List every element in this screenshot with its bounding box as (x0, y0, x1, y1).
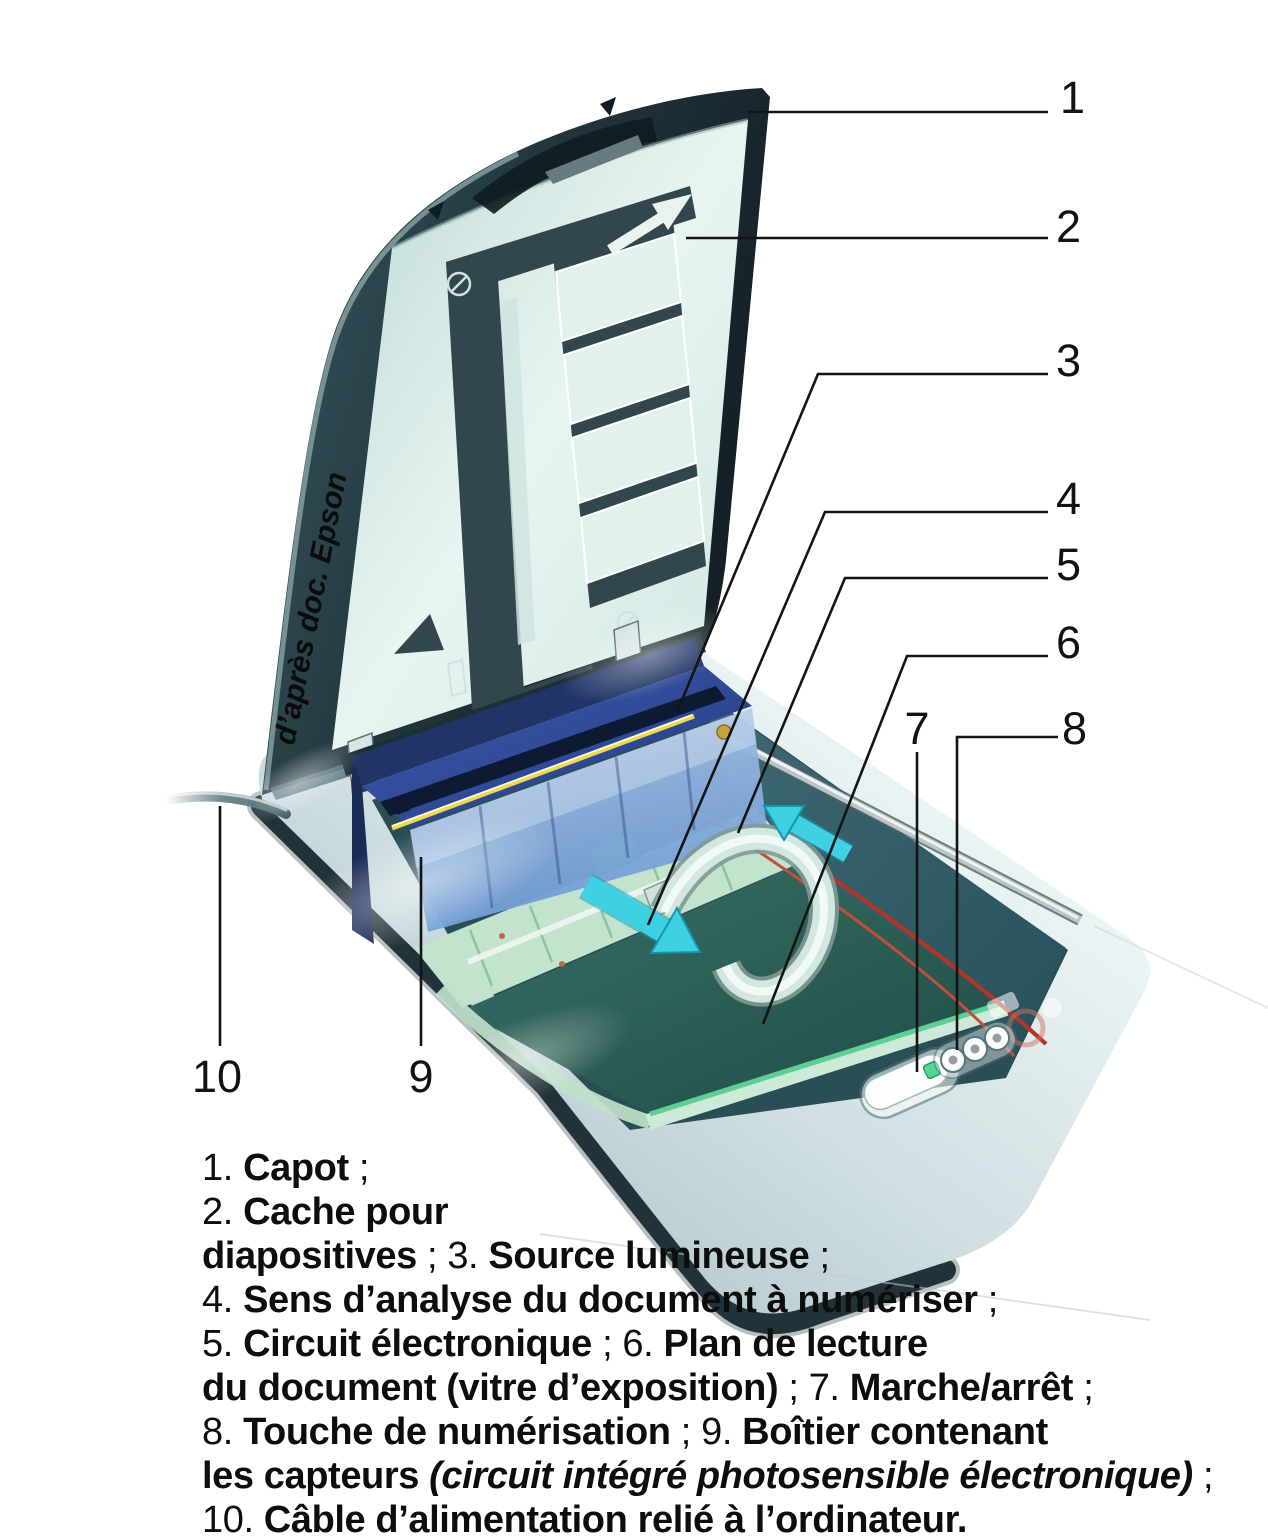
table-reflections (539, 925, 1268, 1321)
ghost-part (1042, 998, 1062, 1018)
callout-line-8 (955, 735, 1058, 1050)
legend-number: ; 7. (778, 1367, 850, 1409)
power-led-icon (922, 1060, 942, 1080)
legend-label: Circuit électronique (243, 1323, 592, 1365)
callout-number-6: 6 (1056, 617, 1081, 668)
callout-lines (218, 110, 1058, 1072)
legend-number: 2. (202, 1191, 244, 1233)
callout-number-10: 10 (192, 1051, 242, 1102)
lamp-groove (380, 686, 726, 816)
ghost-part (986, 991, 1020, 1019)
legend-sep: ; (348, 1147, 370, 1189)
legend-label: Cache pour (243, 1191, 449, 1233)
legend-label: Marche/arrêt (849, 1367, 1074, 1409)
legend-number: 4. (202, 1279, 244, 1321)
legend-line-6: du document (vitre d’exposition) ; 7. Ma… (202, 1366, 1212, 1410)
legend-line-5: 5. Circuit électronique ; 6. Plan de lec… (202, 1322, 1212, 1366)
bed-rear-glass (700, 692, 1066, 1054)
lamp-highlight (391, 714, 693, 827)
callout-line-4 (646, 510, 1048, 926)
callout-line-6 (761, 654, 1048, 1025)
callout-number-1: 1 (1060, 72, 1085, 123)
scan-direction-arrows (579, 805, 854, 955)
legend-sep: ; (809, 1235, 830, 1277)
legend-label: du document (vitre d’exposition) (202, 1367, 779, 1409)
callout-line-5 (736, 576, 1048, 834)
legend-sep: ; (1073, 1367, 1094, 1409)
legend-number: 10. (202, 1499, 264, 1536)
legend-number: ; 9. (670, 1411, 743, 1453)
callout-number-9: 9 (408, 1051, 433, 1102)
film-frames (554, 232, 706, 585)
scan-button (984, 1025, 1010, 1051)
legend-number: ; 3. (416, 1235, 489, 1277)
callout-number-8: 8 (1062, 703, 1087, 754)
legend-number: 8. (202, 1411, 244, 1453)
base-underside (251, 795, 956, 1334)
holder-arrow-sw (394, 614, 444, 654)
legend-label: Plan de lecture (663, 1323, 928, 1365)
lid-edge-highlight (263, 151, 520, 791)
legend-label: Boîtier contenant (742, 1411, 1048, 1453)
callout-number-4: 4 (1056, 473, 1081, 524)
legend-line-7: 8. Touche de numérisation ; 9. Boîtier c… (202, 1410, 1212, 1454)
legend-label: diapositives (202, 1235, 417, 1277)
callout-line-3 (675, 372, 1048, 713)
legend-line-9: 10. Câble d’alimentation relié à l’ordin… (202, 1498, 1212, 1536)
legend-number: 5. (202, 1323, 244, 1365)
legend-sep: ; (977, 1279, 999, 1321)
light-source-lamp (391, 713, 695, 831)
lid-handle-grip (545, 135, 643, 184)
callout-number-5: 5 (1056, 539, 1081, 590)
legend-label: les capteurs (202, 1455, 430, 1497)
legend-label-italic: (circuit intégré photosensible électroni… (429, 1455, 1193, 1497)
legend-label: Capot (243, 1147, 349, 1189)
lid-notch (600, 97, 616, 116)
scan-button (940, 1047, 966, 1073)
legend-label: Touche de numérisation (243, 1411, 671, 1453)
legend-sep: ; (1192, 1455, 1214, 1497)
legend-label: Câble d’alimentation relié à l’ordinateu… (263, 1499, 968, 1536)
legend-label: Sens d’analyse du document à numériser (243, 1279, 978, 1321)
lid-notch (428, 201, 444, 220)
legend: 1. Capot ; 2. Cache pour diapositives ; … (202, 1146, 1214, 1536)
legend-label: Source lumineuse (488, 1235, 810, 1277)
control-panel (859, 991, 1062, 1120)
legend-number: 1. (202, 1147, 244, 1189)
callout-number-7: 7 (904, 703, 929, 754)
callout-number-2: 2 (1056, 201, 1081, 252)
legend-line-2: 2. Cache pour (202, 1190, 1212, 1234)
legend-line-3: diapositives ; 3. Source lumineuse ; (202, 1234, 1212, 1278)
carriage-guide-rod (721, 730, 1083, 926)
callout-numbers: 1 2 3 4 5 6 7 8 9 10 (192, 72, 1087, 1102)
legend-number: ; 6. (591, 1323, 664, 1365)
legend-line-4: 4. Sens d’analyse du document à numérise… (202, 1278, 1212, 1322)
scan-button (962, 1036, 988, 1062)
legend-line-1: 1. Capot ; (202, 1146, 1212, 1190)
legend-line-8: les capteurs (circuit intégré photosensi… (202, 1454, 1214, 1498)
indicator-glow (1006, 1008, 1046, 1048)
callout-number-3: 3 (1056, 335, 1081, 386)
holder-arrow-ne (607, 194, 692, 255)
